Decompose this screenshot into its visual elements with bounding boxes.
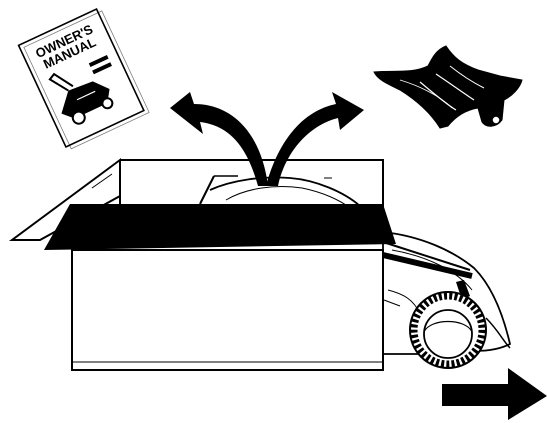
mower-wheel-icon [410, 292, 486, 368]
shipping-box-icon [12, 160, 396, 370]
lift-arrow-right-icon [266, 92, 364, 186]
arrow-right-icon [442, 368, 547, 420]
lift-arrow-left-icon [170, 92, 268, 186]
grass-catcher-icon [374, 46, 522, 128]
lawn-mower-icon [383, 232, 510, 368]
owners-manual-icon: OWNER'S MANUAL [19, 7, 150, 150]
